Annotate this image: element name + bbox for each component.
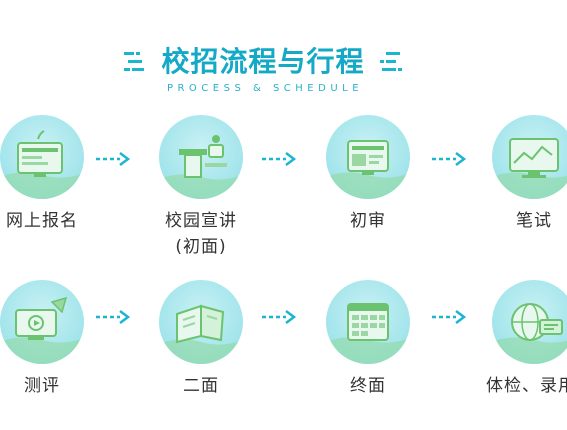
lectern-icon [159, 115, 243, 199]
globe-cards-icon [492, 280, 567, 364]
step-second-interview: 二面 [131, 280, 271, 430]
step-label: 网上报名 [6, 211, 78, 231]
step-preliminary-review: 初审 [298, 115, 438, 265]
flow-arrow [96, 152, 132, 166]
page-title: 校招流程与行程 [161, 45, 365, 78]
step-sublabel: (初面) [175, 237, 227, 257]
flow-arrow [262, 310, 298, 324]
step-online-registration: 网上报名 [0, 115, 112, 265]
monitor-form-icon [0, 115, 84, 199]
screen-review-icon [326, 115, 410, 199]
flow-arrow [96, 310, 132, 324]
step-final-interview: 终面 [298, 280, 438, 430]
chart-monitor-icon [492, 115, 567, 199]
open-book-icon [159, 280, 243, 364]
flow-arrow [432, 310, 468, 324]
flow-arrow [432, 152, 468, 166]
flow-arrow [262, 152, 298, 166]
calendar-icon [326, 280, 410, 364]
page-subtitle: PROCESS & SCHEDULE [166, 83, 364, 94]
step-written-test: 笔试 [464, 115, 567, 265]
step-label: 终面 [350, 376, 386, 396]
header: 校招流程与行程 PROCESS & SCHEDULE [0, 0, 567, 100]
step-medical-and-hiring: 体检、录用 [464, 280, 567, 430]
step-label: 二面 [183, 376, 219, 396]
online-assessment-icon [0, 280, 84, 364]
step-campus-presentation: 校园宣讲 (初面) [131, 115, 271, 265]
step-assessment: 测评 [0, 280, 112, 430]
step-label: 体检、录用 [486, 376, 567, 396]
step-label: 校园宣讲 (初面) [131, 208, 271, 260]
step-label: 初审 [350, 211, 386, 231]
step-label: 测评 [24, 376, 60, 396]
step-label: 笔试 [516, 211, 552, 231]
